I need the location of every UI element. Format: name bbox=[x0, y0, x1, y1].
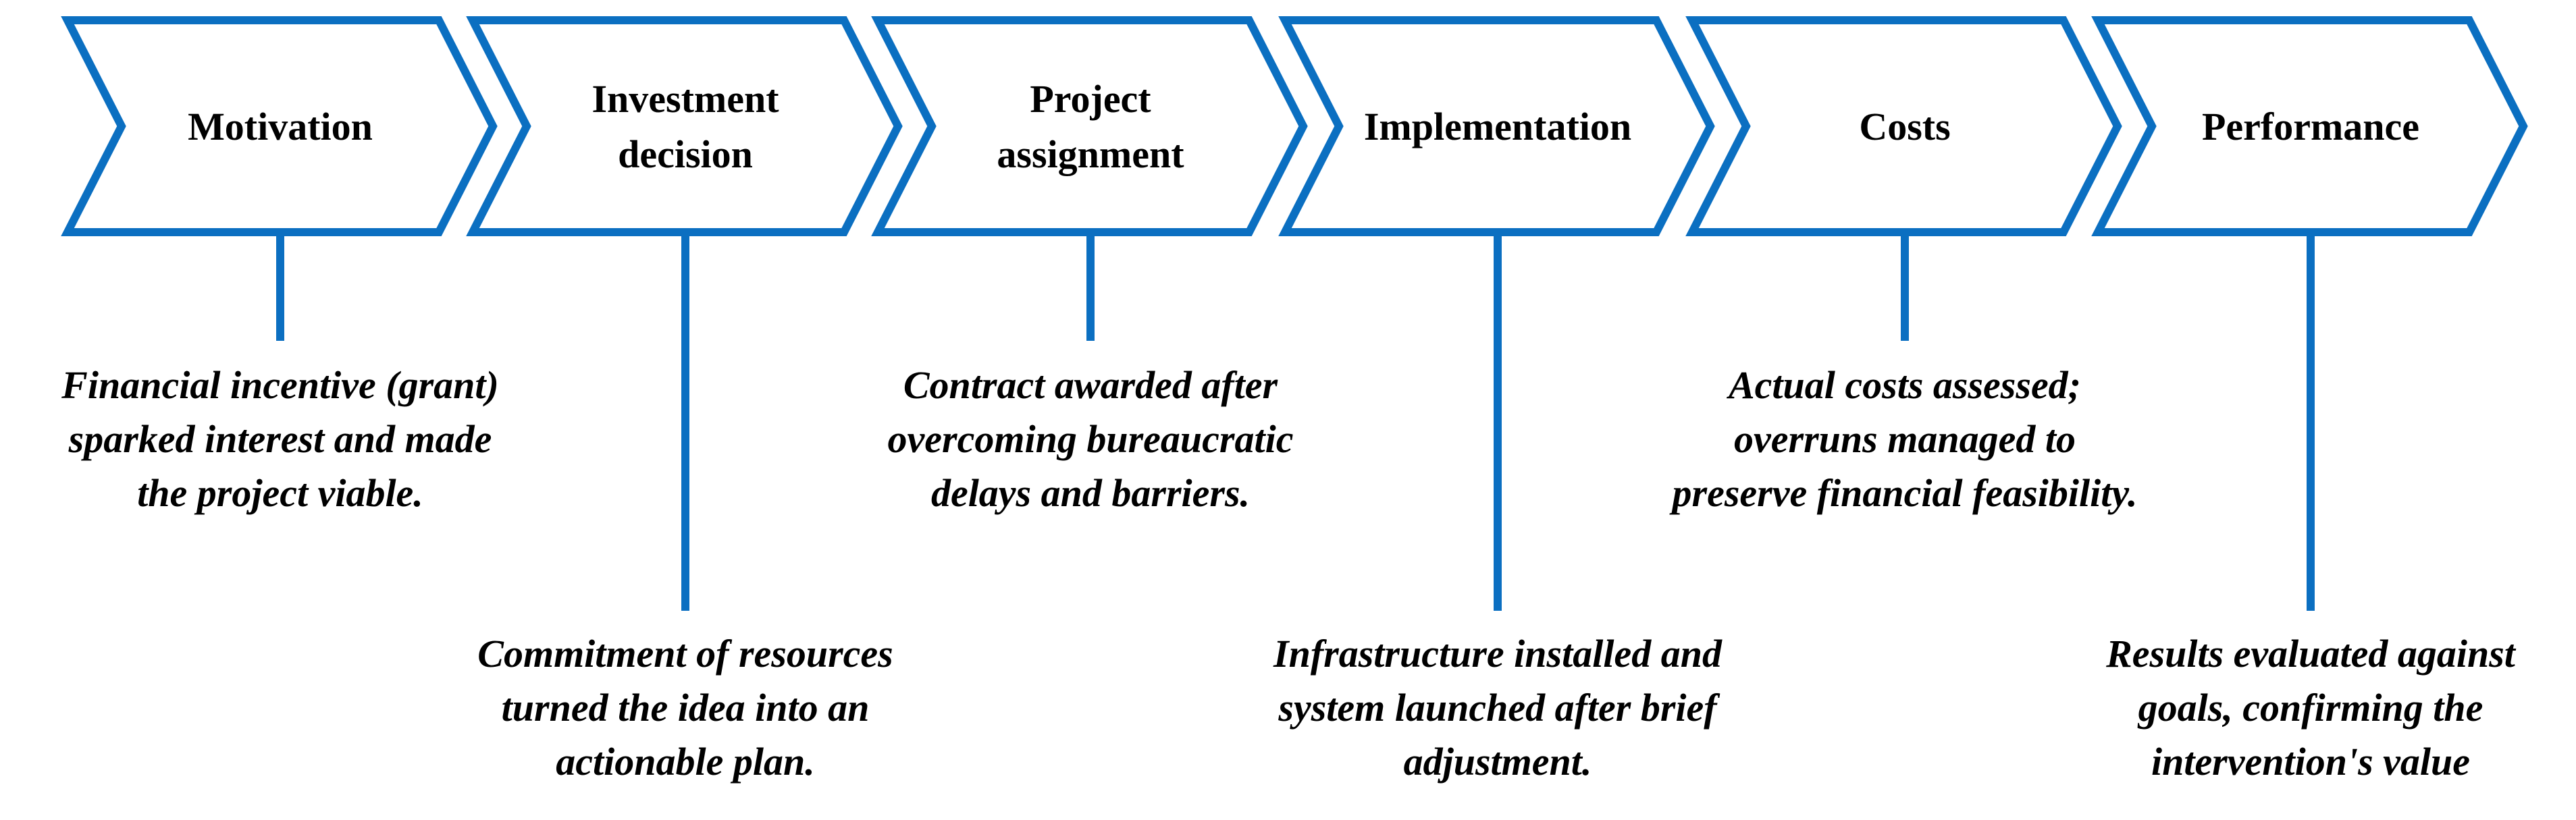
connector-lines bbox=[276, 232, 2315, 611]
stage-note-line: goals, confirming the bbox=[2137, 686, 2483, 730]
stage-label-implementation: Implementation bbox=[1364, 105, 1631, 148]
stage-label-investment-decision: Investment decision bbox=[592, 77, 779, 176]
stage-note-line: actionable plan. bbox=[556, 740, 814, 784]
stage-note-line: system launched after brief bbox=[1278, 686, 1720, 730]
stage-note-line: Infrastructure installed and bbox=[1273, 632, 1723, 676]
chevron-motivation bbox=[61, 16, 498, 236]
stage-note-implementation: Infrastructure installed and system launc… bbox=[1273, 632, 1723, 784]
stage-label-line: Performance bbox=[2202, 105, 2419, 148]
stage-note-motivation: Financial incentive (grant) sparked inter… bbox=[61, 363, 499, 515]
stage-note-line: intervention's value bbox=[2151, 740, 2470, 784]
stage-note-line: delays and barriers. bbox=[931, 471, 1250, 515]
stage-note-investment-decision: Commitment of resources turned the idea i… bbox=[477, 632, 893, 784]
stage-note-line: Results evaluated against bbox=[2105, 632, 2517, 676]
stage-chevrons: Motivation Investment decision Project assig… bbox=[61, 16, 2528, 236]
stage-label-line: assignment bbox=[997, 132, 1184, 176]
stage-label-line: Motivation bbox=[188, 105, 373, 148]
stage-note-line: adjustment. bbox=[1404, 740, 1592, 784]
stage-note-performance: Results evaluated against goals, confirmi… bbox=[2105, 632, 2517, 784]
stage-note-line: Actual costs assessed; bbox=[1727, 363, 2081, 407]
chevron-project-assignment bbox=[871, 16, 1308, 236]
stage-label-costs: Costs bbox=[1859, 105, 1950, 148]
stage-note-line: the project viable. bbox=[137, 471, 423, 515]
stage-label-line: Costs bbox=[1859, 105, 1950, 148]
stage-label-line: Project bbox=[1030, 77, 1151, 121]
stage-note-line: turned the idea into an bbox=[502, 686, 870, 730]
stage-label-performance: Performance bbox=[2202, 105, 2419, 148]
chevron-implementation bbox=[1278, 16, 1715, 236]
stage-note-costs: Actual costs assessed; overruns managed t… bbox=[1669, 363, 2138, 515]
chevron-investment-decision bbox=[466, 16, 903, 236]
stage-label-line: Implementation bbox=[1364, 105, 1631, 148]
stage-note-project-assignment: Contract awarded after overcoming bureauc… bbox=[888, 363, 1294, 515]
stage-label-project-assignment: Project assignment bbox=[997, 77, 1184, 176]
stage-note-line: overcoming bureaucratic bbox=[888, 417, 1294, 461]
chevron-costs bbox=[1685, 16, 2122, 236]
stage-note-line: preserve financial feasibility. bbox=[1669, 471, 2138, 515]
stage-label-line: Investment bbox=[592, 77, 779, 121]
stage-note-line: overruns managed to bbox=[1734, 417, 2076, 461]
stage-note-line: Contract awarded after bbox=[903, 363, 1278, 407]
stage-label-motivation: Motivation bbox=[188, 105, 373, 148]
stage-label-line: decision bbox=[618, 132, 753, 176]
stage-note-line: sparked interest and made bbox=[68, 417, 492, 461]
stage-note-line: Financial incentive (grant) bbox=[61, 363, 499, 407]
stage-note-line: Commitment of resources bbox=[477, 632, 893, 676]
chevron-performance bbox=[2091, 16, 2528, 236]
stage-notes: Financial incentive (grant) sparked inter… bbox=[61, 363, 2517, 784]
